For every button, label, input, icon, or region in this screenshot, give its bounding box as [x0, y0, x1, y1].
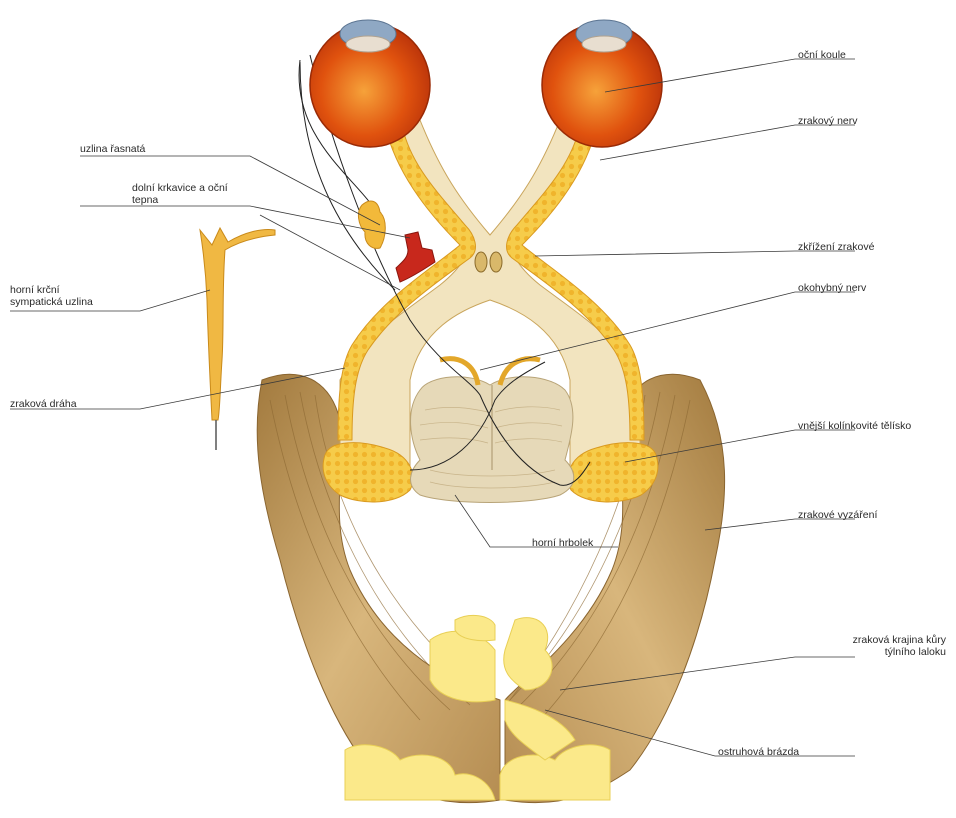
chiasm-oval-left — [475, 252, 487, 272]
label-dolni-krkavice-line1: dolní krkavice a oční — [132, 182, 228, 194]
label-zrakova-krajina-line1: zraková krajina kůry — [798, 634, 946, 646]
label-zkrizeni: zkřížení zrakové — [798, 241, 874, 253]
label-uzlina-rasnata: uzlina řasnatá — [80, 143, 145, 155]
label-vnejsi-kolinkovite: vnější kolínkovité tělísko — [798, 420, 911, 432]
eyeball-right — [542, 20, 662, 147]
label-dolni-krkavice-line2: tepna — [132, 194, 228, 206]
label-zrakova-krajina-line2: týlního laloku — [798, 646, 946, 658]
label-ostruhova-brazda: ostruhová brázda — [718, 746, 799, 758]
label-horni-krcni-uzlina: horní krční sympatická uzlina — [10, 284, 93, 308]
label-horni-krcni-line2: sympatická uzlina — [10, 296, 93, 308]
label-horni-krcni-line1: horní krční — [10, 284, 93, 296]
label-zrakova-draha: zraková dráha — [10, 398, 77, 410]
label-zrakova-krajina: zraková krajina kůry týlního laloku — [798, 634, 946, 658]
chiasm-oval-right — [490, 252, 502, 272]
label-zrakovy-nerv: zrakový nerv — [798, 115, 858, 127]
label-horni-hrbolek: horní hrbolek — [532, 537, 593, 549]
ciliary-ganglion — [358, 201, 385, 248]
label-okohybny-nerv: okohybný nerv — [798, 282, 866, 294]
eyeball-left — [310, 20, 430, 147]
label-zrakove-vyzareni: zrakové vyzáření — [798, 509, 877, 521]
label-ocni-koule: oční koule — [798, 49, 846, 61]
label-dolni-krkavice: dolní krkavice a oční tepna — [132, 182, 228, 206]
